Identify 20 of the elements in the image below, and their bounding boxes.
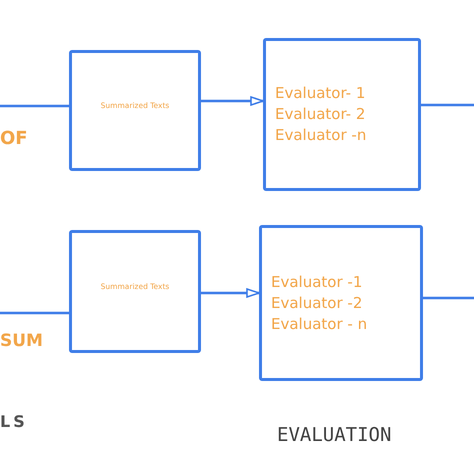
node-text: Evaluator -1 [271, 272, 364, 292]
node-text: Evaluator -2 [271, 292, 364, 314]
partial-label: LS [0, 412, 28, 431]
arrow [201, 288, 260, 298]
process-box [69, 50, 201, 171]
node-text: Evaluator -n [275, 125, 368, 146]
connector-line [0, 312, 69, 314]
partial-label: SUM [0, 331, 43, 351]
connector-line [0, 104, 69, 108]
node-text: Evaluator- 2 [275, 104, 366, 125]
connector-line [423, 296, 474, 300]
section-title: EVALUATION [277, 424, 392, 446]
partial-label: OF [0, 128, 28, 149]
node-text: Evaluator- 1 [275, 83, 366, 104]
node-text: Evaluator - n [271, 314, 368, 334]
connector-line [421, 104, 474, 106]
arrow [201, 96, 264, 106]
process-box [69, 230, 201, 353]
evaluator-box [263, 38, 421, 191]
evaluator-box [259, 225, 423, 381]
